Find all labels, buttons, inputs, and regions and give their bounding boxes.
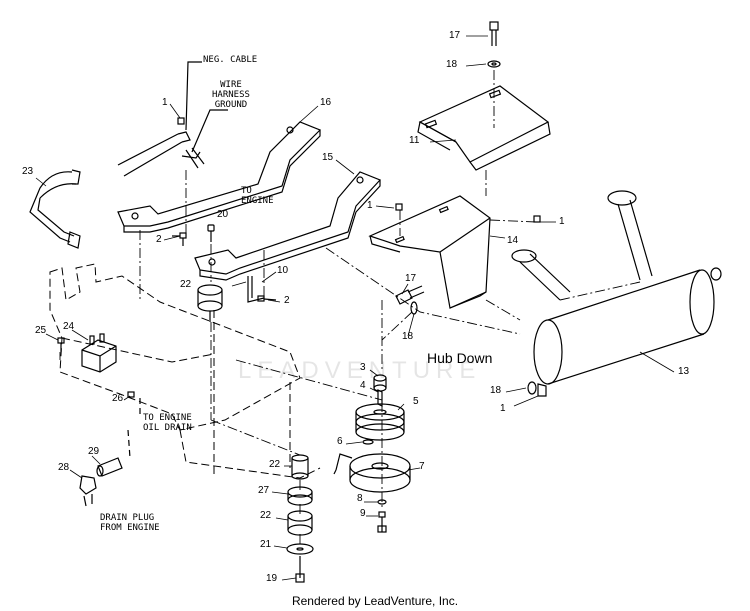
part-number-4: 4 — [360, 380, 366, 391]
muffler-13 — [511, 190, 722, 385]
part-number-6: 6 — [337, 436, 343, 447]
part-number-29: 29 — [88, 446, 100, 457]
bushing-22-b — [291, 454, 309, 480]
hub-down-label: Hub Down — [427, 350, 493, 366]
bolt-19 — [295, 556, 305, 583]
part-number-2: 2 — [284, 295, 290, 306]
part-number-1: 1 — [559, 216, 565, 227]
part-number-22: 22 — [260, 510, 272, 521]
part-number-22: 22 — [269, 459, 281, 470]
part-number-18: 18 — [446, 59, 458, 70]
bolt-9 — [377, 511, 387, 533]
oil-drain-label: TO ENGINE OIL DRAIN — [143, 413, 192, 433]
relay-24 — [81, 333, 117, 373]
part-number-14: 14 — [507, 235, 519, 246]
neg-cable — [117, 133, 183, 177]
part-number-1: 1 — [162, 97, 168, 108]
drain-plug-28 — [79, 475, 97, 507]
part-number-11: 11 — [409, 135, 420, 146]
part-number-21: 21 — [260, 539, 272, 550]
part-number-25: 25 — [35, 325, 47, 336]
part-number-15: 15 — [322, 152, 334, 163]
part-number-17: 17 — [449, 30, 461, 41]
part-number-18: 18 — [490, 385, 502, 396]
part-number-24: 24 — [63, 321, 75, 332]
drain-plug-label: DRAIN PLUG FROM ENGINE — [100, 513, 160, 533]
watermark: LEADVENTURE — [238, 357, 482, 384]
part-number-19: 19 — [266, 573, 278, 584]
part-number-16: 16 — [320, 97, 332, 108]
bolt-26 — [127, 391, 135, 398]
bracket-10 — [247, 276, 277, 303]
spacer-3 — [373, 374, 387, 392]
part-number-2: 2 — [156, 234, 162, 245]
part-number-17: 17 — [405, 273, 417, 284]
pulley-5 — [355, 403, 405, 441]
part-number-27: 27 — [258, 485, 270, 496]
part-number-26: 26 — [112, 393, 124, 404]
bolt-20 — [207, 224, 215, 242]
bolt-17-side — [395, 285, 425, 305]
muffler-bracket-14 — [368, 195, 491, 309]
part-number-7: 7 — [419, 461, 425, 472]
part-number-22: 22 — [180, 279, 192, 290]
drain-hose-29 — [96, 457, 123, 477]
washer-21 — [286, 543, 314, 555]
part-number-20: 20 — [217, 209, 229, 220]
part-number-28: 28 — [58, 462, 70, 473]
part-number-1: 1 — [500, 403, 506, 414]
wire-harness-label: WIRE HARNESS GROUND — [212, 80, 250, 110]
part-number-13: 13 — [678, 366, 690, 377]
washer-6 — [362, 439, 374, 445]
bolt-2a — [172, 232, 187, 246]
hose-23 — [29, 171, 77, 243]
bushing-22-a — [197, 284, 223, 322]
heat-shield-11 — [418, 85, 550, 163]
bolt-17-top — [489, 21, 499, 46]
part-number-10: 10 — [277, 265, 289, 276]
bolt-25 — [57, 337, 65, 352]
part-number-3: 3 — [360, 362, 366, 373]
clutch-7 — [333, 453, 411, 493]
part-number-5: 5 — [413, 396, 419, 407]
part-number-23: 23 — [22, 166, 34, 177]
bushing-22-c — [287, 510, 313, 536]
footer-credit: Rendered by LeadVenture, Inc. — [291, 594, 459, 608]
part-number-9: 9 — [360, 508, 366, 519]
part-number-1: 1 — [367, 200, 373, 211]
part-number-8: 8 — [357, 493, 363, 504]
washer-18-top — [487, 60, 501, 68]
part-number-18: 18 — [402, 331, 414, 342]
neg-cable-label: NEG. CABLE — [203, 55, 258, 65]
to-engine-label: TO ENGINE — [241, 186, 274, 206]
